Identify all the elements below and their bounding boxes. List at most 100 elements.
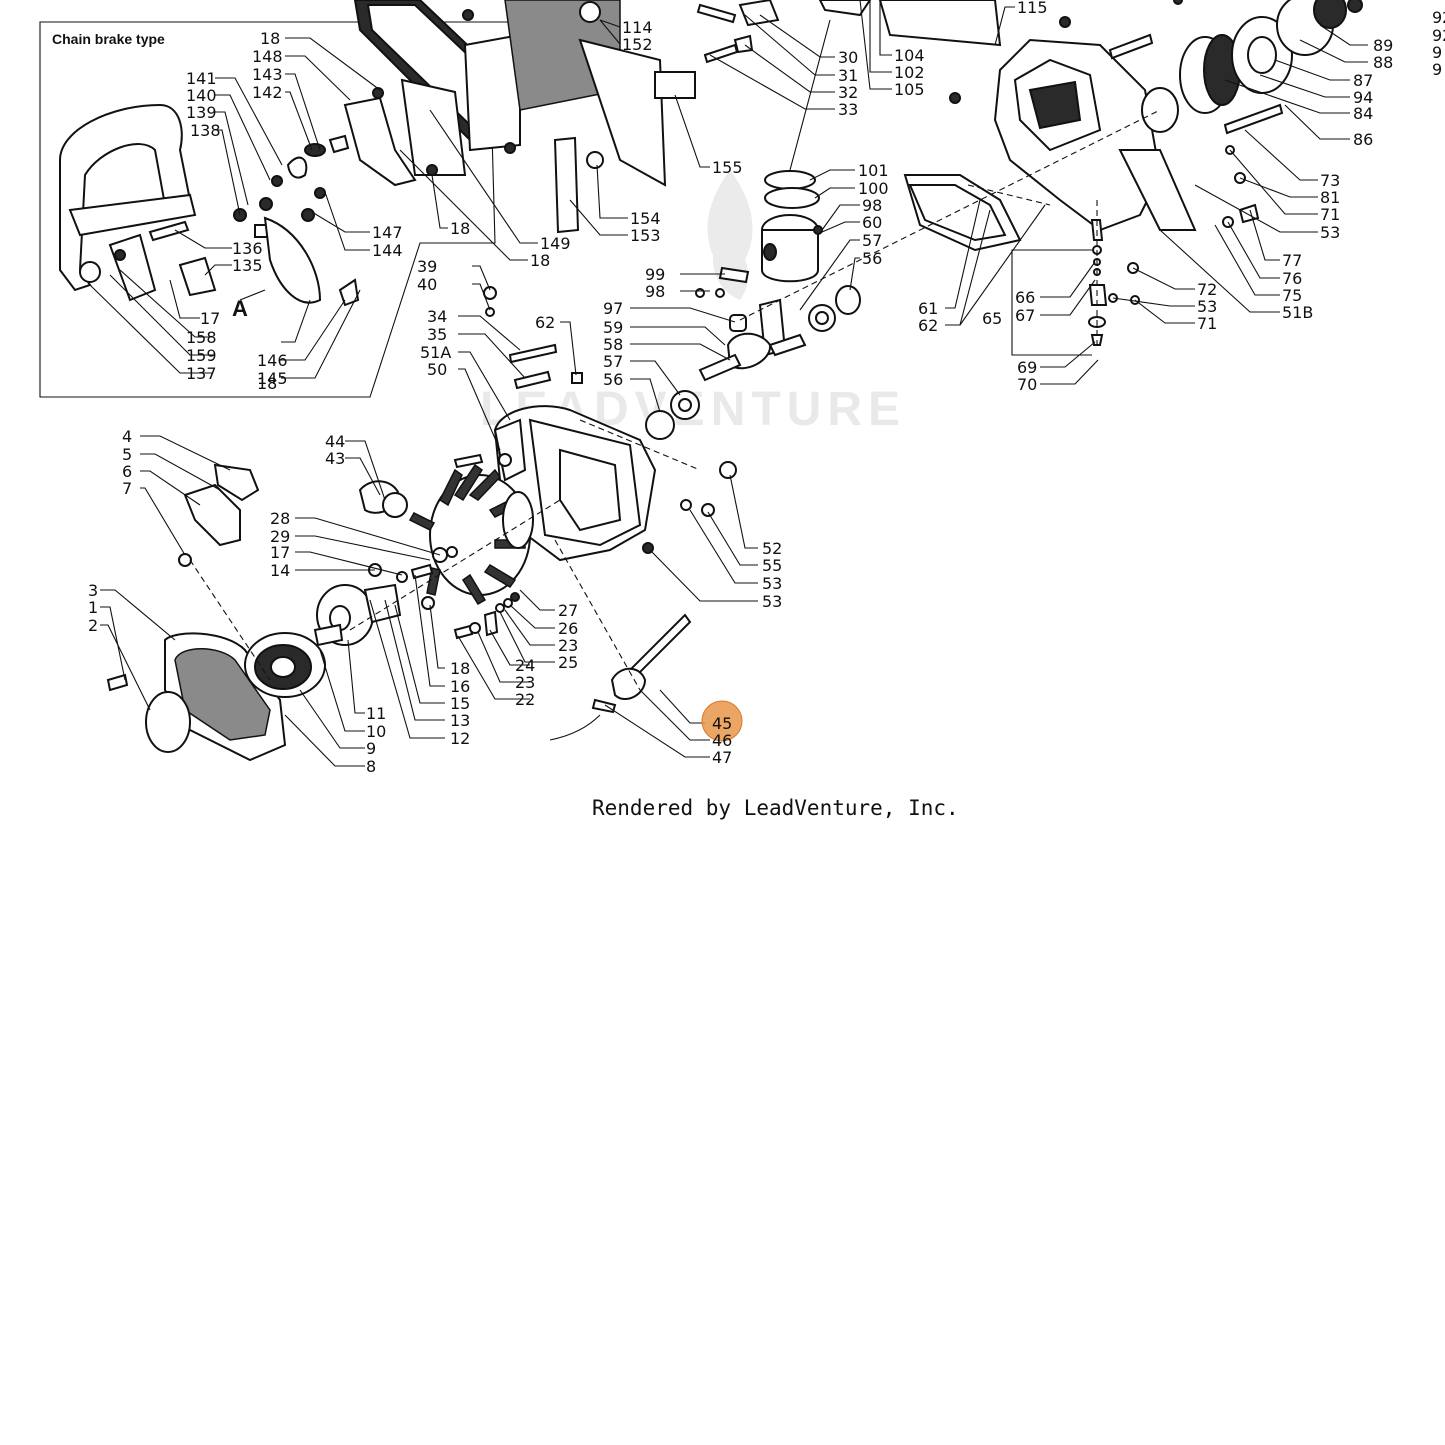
assembly-dash-lines	[189, 109, 1161, 691]
part-label: 92	[1432, 26, 1445, 45]
part-label: 17	[200, 309, 220, 328]
fuel-pickup-assembly	[549, 613, 692, 741]
part-label: 29	[270, 527, 290, 546]
part-label: 4	[122, 427, 132, 446]
part-label: 155	[712, 158, 743, 177]
part-label: 65	[982, 309, 1002, 328]
part-label: 98	[862, 196, 882, 215]
part-label: 50	[427, 360, 447, 379]
part-label: 76	[1282, 269, 1302, 288]
part-label: 105	[894, 80, 925, 99]
part-label: 52	[762, 539, 782, 558]
part-label: 31	[838, 66, 858, 85]
clutch-crankcase-assembly	[903, 0, 1363, 346]
part-label[interactable]: 45	[712, 714, 732, 733]
part-label: 146	[257, 351, 288, 370]
part-label: 33	[838, 100, 858, 119]
part-label: 57	[862, 231, 882, 250]
part-label: 73	[1320, 171, 1340, 190]
part-label: 15	[450, 694, 470, 713]
view-letter: A	[232, 296, 248, 321]
part-label: 147	[372, 223, 403, 242]
part-label: 66	[1015, 288, 1035, 307]
part-label: 6	[122, 462, 132, 481]
part-label: 14	[270, 561, 290, 580]
part-label: 154	[630, 209, 661, 228]
part-label: 25	[558, 653, 578, 672]
part-label: 18	[260, 29, 280, 48]
part-label: 30	[838, 48, 858, 67]
part-label: 27	[558, 601, 578, 620]
part-label: 87	[1353, 71, 1373, 90]
part-label: 8	[366, 757, 376, 776]
part-label: 94	[1353, 88, 1373, 107]
part-label: 39	[417, 257, 437, 276]
part-label: 2	[88, 616, 98, 635]
part-label: 77	[1282, 251, 1302, 270]
inset-title: Chain brake type	[52, 31, 165, 47]
part-label: 35	[427, 325, 447, 344]
part-label: 28	[270, 509, 290, 528]
part-label: 75	[1282, 286, 1302, 305]
bar-cover-assembly	[343, 0, 1002, 234]
part-label: 61	[918, 299, 938, 318]
part-label: 102	[894, 63, 925, 82]
part-label: 23	[515, 673, 535, 692]
part-label: 69	[1017, 358, 1037, 377]
part-label: 141	[186, 69, 217, 88]
part-label: 144	[372, 241, 403, 260]
part-label: 10	[366, 722, 386, 741]
part-label: 67	[1015, 306, 1035, 325]
part-label: 70	[1017, 375, 1037, 394]
highlight-marker[interactable]	[701, 700, 743, 742]
part-label: 99	[645, 265, 665, 284]
part-label: 143	[252, 65, 283, 84]
part-label: 97	[603, 299, 623, 318]
part-label: 58	[603, 335, 623, 354]
part-labels: 1814814314214114013913813613517158159137…	[88, 0, 1445, 776]
part-label: 138	[190, 121, 221, 140]
part-label: 18	[257, 374, 277, 393]
part-label: 98	[645, 282, 665, 301]
part-label: 145	[257, 369, 288, 388]
part-label: 18	[450, 659, 470, 678]
part-label: 24	[515, 656, 535, 675]
part-label: 32	[838, 83, 858, 102]
part-label: 53	[1320, 223, 1340, 242]
leader-lines	[89, 0, 1368, 767]
part-label: 47	[712, 748, 732, 767]
part-label: 23	[558, 636, 578, 655]
watermark-flame-icon	[707, 170, 753, 300]
part-label: 62	[535, 313, 555, 332]
part-label: 62	[918, 316, 938, 335]
part-label: 12	[450, 729, 470, 748]
part-label: 17	[270, 543, 290, 562]
part-label: 53	[762, 592, 782, 611]
part-label: 34	[427, 307, 447, 326]
part-label: 148	[252, 47, 283, 66]
part-label: 81	[1320, 188, 1340, 207]
part-label: 51B	[1282, 303, 1313, 322]
part-label: 115	[1017, 0, 1048, 17]
part-label: 53	[762, 574, 782, 593]
part-label: 46	[712, 731, 732, 750]
part-label: 140	[186, 86, 217, 105]
part-label: 104	[894, 46, 925, 65]
part-label: 44	[325, 432, 345, 451]
part-label: 11	[366, 704, 386, 723]
part-label: 158	[186, 328, 217, 347]
part-label: 55	[762, 556, 782, 575]
part-label: 114	[622, 18, 653, 37]
part-label: 18	[530, 251, 550, 270]
part-label: 13	[450, 711, 470, 730]
part-label: 51A	[420, 343, 451, 362]
part-label: 26	[558, 619, 578, 638]
part-label: 16	[450, 677, 470, 696]
part-label: 84	[1353, 104, 1373, 123]
part-label: 53	[1197, 297, 1217, 316]
part-label: 18	[450, 219, 470, 238]
part-label: 43	[325, 449, 345, 468]
crankcase-assembly	[483, 286, 737, 562]
part-label: 3	[88, 581, 98, 600]
part-label: 71	[1197, 314, 1217, 333]
